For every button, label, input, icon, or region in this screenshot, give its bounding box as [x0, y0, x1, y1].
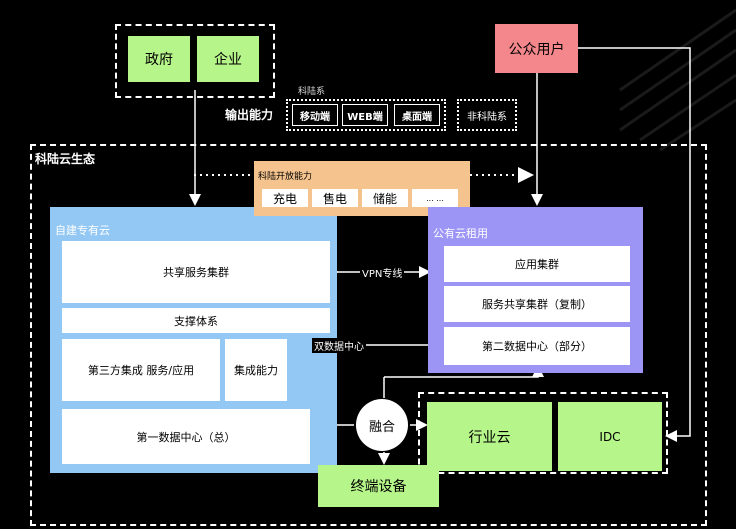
industry-idc-group	[418, 392, 668, 474]
support-system: 支撑体系	[62, 308, 330, 333]
open-capability-title: 科陆开放能力	[258, 172, 313, 182]
kelu-group-title: 科陆系	[298, 87, 326, 97]
capability-more: ... ...	[412, 189, 458, 207]
integration-capability: 集成能力	[225, 339, 287, 401]
idc-node: IDC	[558, 402, 662, 471]
app-cluster: 应用集群	[444, 246, 630, 282]
terminal-devices-node: 终端设备	[318, 465, 439, 507]
dual-dc-link-label: 双数据中心	[312, 338, 366, 353]
shared-service-cluster: 共享服务集群	[62, 241, 330, 303]
vpn-link-label: VPN专线	[360, 265, 405, 280]
third-party-integration: 第三方集成 服务/应用	[62, 339, 220, 401]
mobile-end: 移动端	[292, 104, 338, 126]
government-node: 政府	[128, 36, 190, 82]
service-shared-cluster: 服务共享集群（复制）	[444, 286, 630, 322]
gov-enterprise-group	[115, 24, 275, 98]
web-end: WEB端	[342, 104, 388, 126]
ecosystem-title: 科陆云生态	[35, 152, 96, 166]
second-data-center: 第二数据中心（部分）	[444, 327, 630, 365]
capability-storage: 储能	[362, 189, 408, 207]
ecosystem-frame	[30, 144, 707, 526]
private-cloud-title: 自建专有云	[55, 224, 110, 237]
first-data-center: 第一数据中心（总）	[62, 409, 310, 464]
industry-cloud-node: 行业云	[427, 402, 552, 471]
fusion-node: 融合	[356, 399, 408, 451]
public-users-node: 公众用户	[495, 24, 578, 73]
enterprise-node: 企业	[197, 36, 259, 82]
capability-power-sales: 售电	[312, 189, 358, 207]
capability-charging: 充电	[262, 189, 308, 207]
hatch-decoration	[619, 8, 736, 152]
public-cloud-title: 公有云租用	[433, 227, 488, 240]
non-kelu-group: 非科陆系	[457, 99, 517, 131]
output-capability-label: 输出能力	[225, 108, 274, 122]
desktop-end: 桌面端	[394, 104, 440, 126]
kelu-output-group	[286, 99, 446, 131]
